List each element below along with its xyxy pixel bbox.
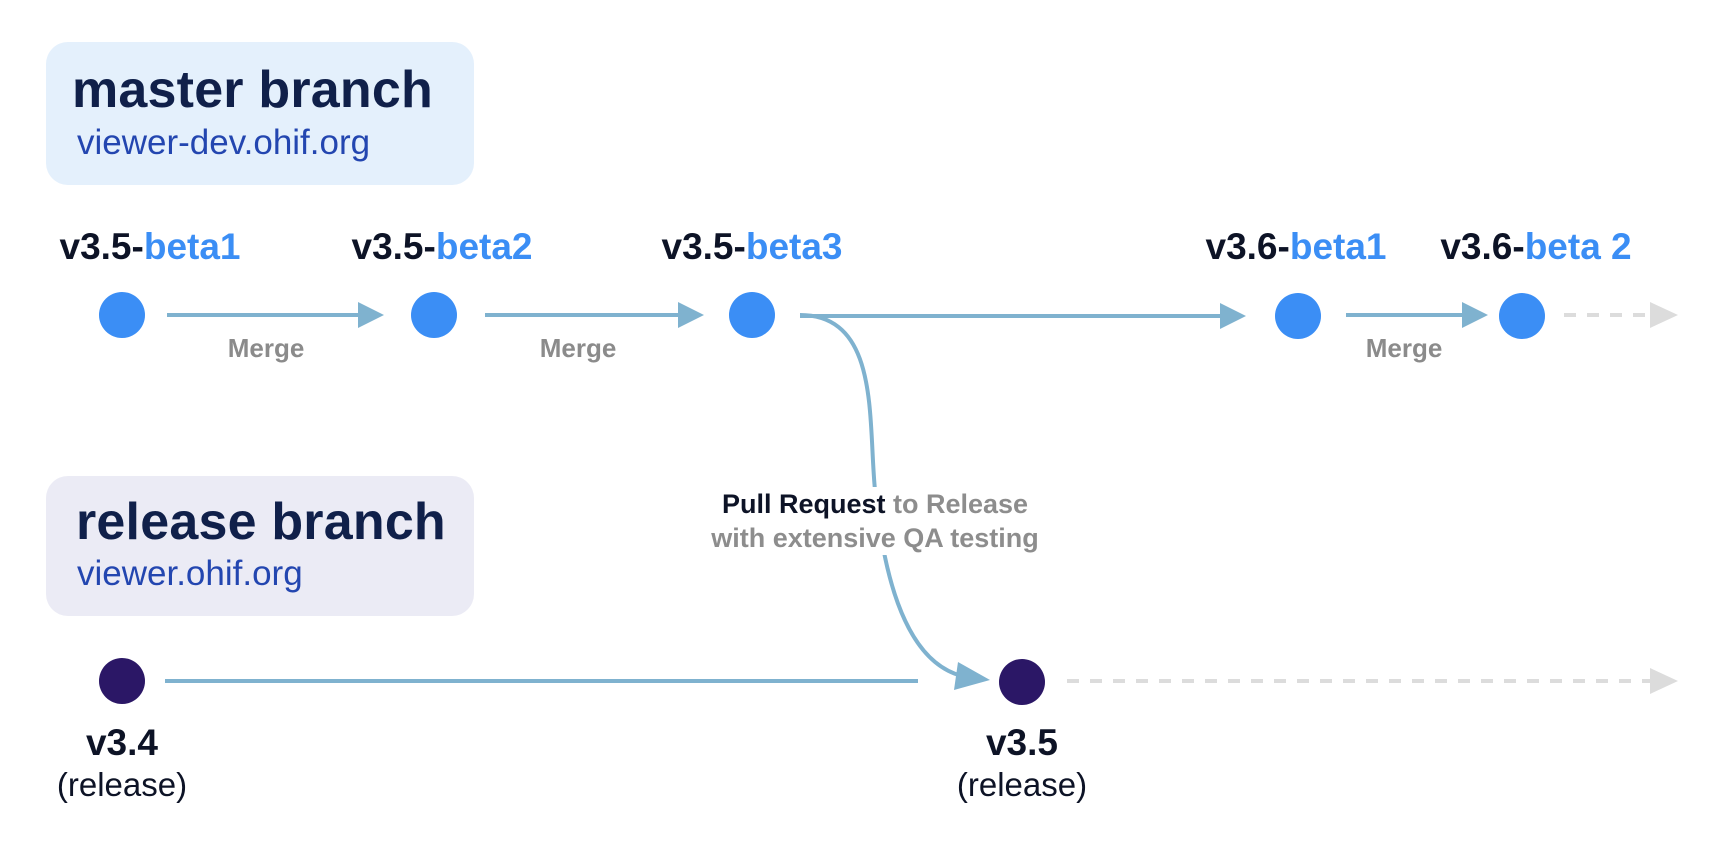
master-branch-title: master branch: [72, 61, 433, 119]
release-version: v3.5: [985, 722, 1058, 763]
version-base: v3.5-: [661, 226, 746, 267]
pull-request-arrowhead: [954, 662, 990, 690]
merge-arrowhead-1: [358, 302, 384, 328]
commit-node-v3.5-beta1: [99, 292, 145, 338]
release-node-v3.5: [999, 659, 1045, 705]
master-connectors: [167, 302, 1678, 329]
merge-label-1: Merge: [227, 333, 305, 363]
merge-label-2: Merge: [539, 333, 617, 363]
version-base: v3.6-: [1205, 226, 1290, 267]
continue-arrowhead: [1220, 303, 1246, 329]
version-label-1: v3.5-beta1: [60, 226, 241, 268]
pull-request-strong: Pull Request: [721, 489, 886, 519]
version-base: v3.6-: [1440, 226, 1525, 267]
release-note: (release): [56, 766, 188, 803]
version-suffix: beta1: [1289, 226, 1387, 267]
version-suffix: beta 2: [1524, 226, 1632, 267]
release-label-v3.4: v3.4 (release): [57, 722, 187, 806]
version-base: v3.5-: [59, 226, 144, 267]
pull-request-soft: to Release: [885, 489, 1029, 519]
version-label-5: v3.6-beta 2: [1440, 226, 1631, 268]
pull-request-line-2: with extensive QA testing: [711, 523, 1039, 553]
release-node-v3.4: [99, 658, 145, 704]
pull-request-label: Pull Request to Release with extensive Q…: [707, 487, 1043, 555]
version-suffix: beta3: [745, 226, 843, 267]
master-branch-url: viewer-dev.ohif.org: [77, 123, 371, 162]
master-future-arrowhead: [1650, 302, 1678, 328]
release-branch-url: viewer.ohif.org: [77, 554, 303, 593]
merge-arrowhead-3: [1462, 302, 1488, 328]
commit-node-v3.5-beta2: [411, 292, 457, 338]
version-suffix: beta2: [435, 226, 533, 267]
master-nodes: [99, 292, 1545, 339]
version-label-4: v3.6-beta1: [1206, 226, 1387, 268]
release-nodes: [99, 658, 1045, 705]
version-suffix: beta1: [143, 226, 241, 267]
release-version: v3.4: [85, 722, 158, 763]
pull-request-line-1: Pull Request to Release: [711, 487, 1039, 521]
release-branch-card: release branch viewer.ohif.org: [46, 476, 474, 616]
commit-node-v3.5-beta3: [729, 292, 775, 338]
version-base: v3.5-: [351, 226, 436, 267]
release-branch-title: release branch: [76, 493, 446, 551]
release-label-v3.5: v3.5 (release): [957, 722, 1087, 806]
master-branch-card: master branch viewer-dev.ohif.org: [46, 42, 474, 185]
version-label-3: v3.5-beta3: [662, 226, 843, 268]
release-connectors: [165, 668, 1678, 694]
version-label-2: v3.5-beta2: [352, 226, 533, 268]
commit-node-v3.6-beta2: [1499, 293, 1545, 339]
release-future-arrowhead: [1650, 668, 1678, 694]
commit-node-v3.6-beta1: [1275, 293, 1321, 339]
merge-label-3: Merge: [1365, 333, 1443, 363]
merge-arrowhead-2: [678, 302, 704, 328]
release-note: (release): [956, 766, 1088, 803]
